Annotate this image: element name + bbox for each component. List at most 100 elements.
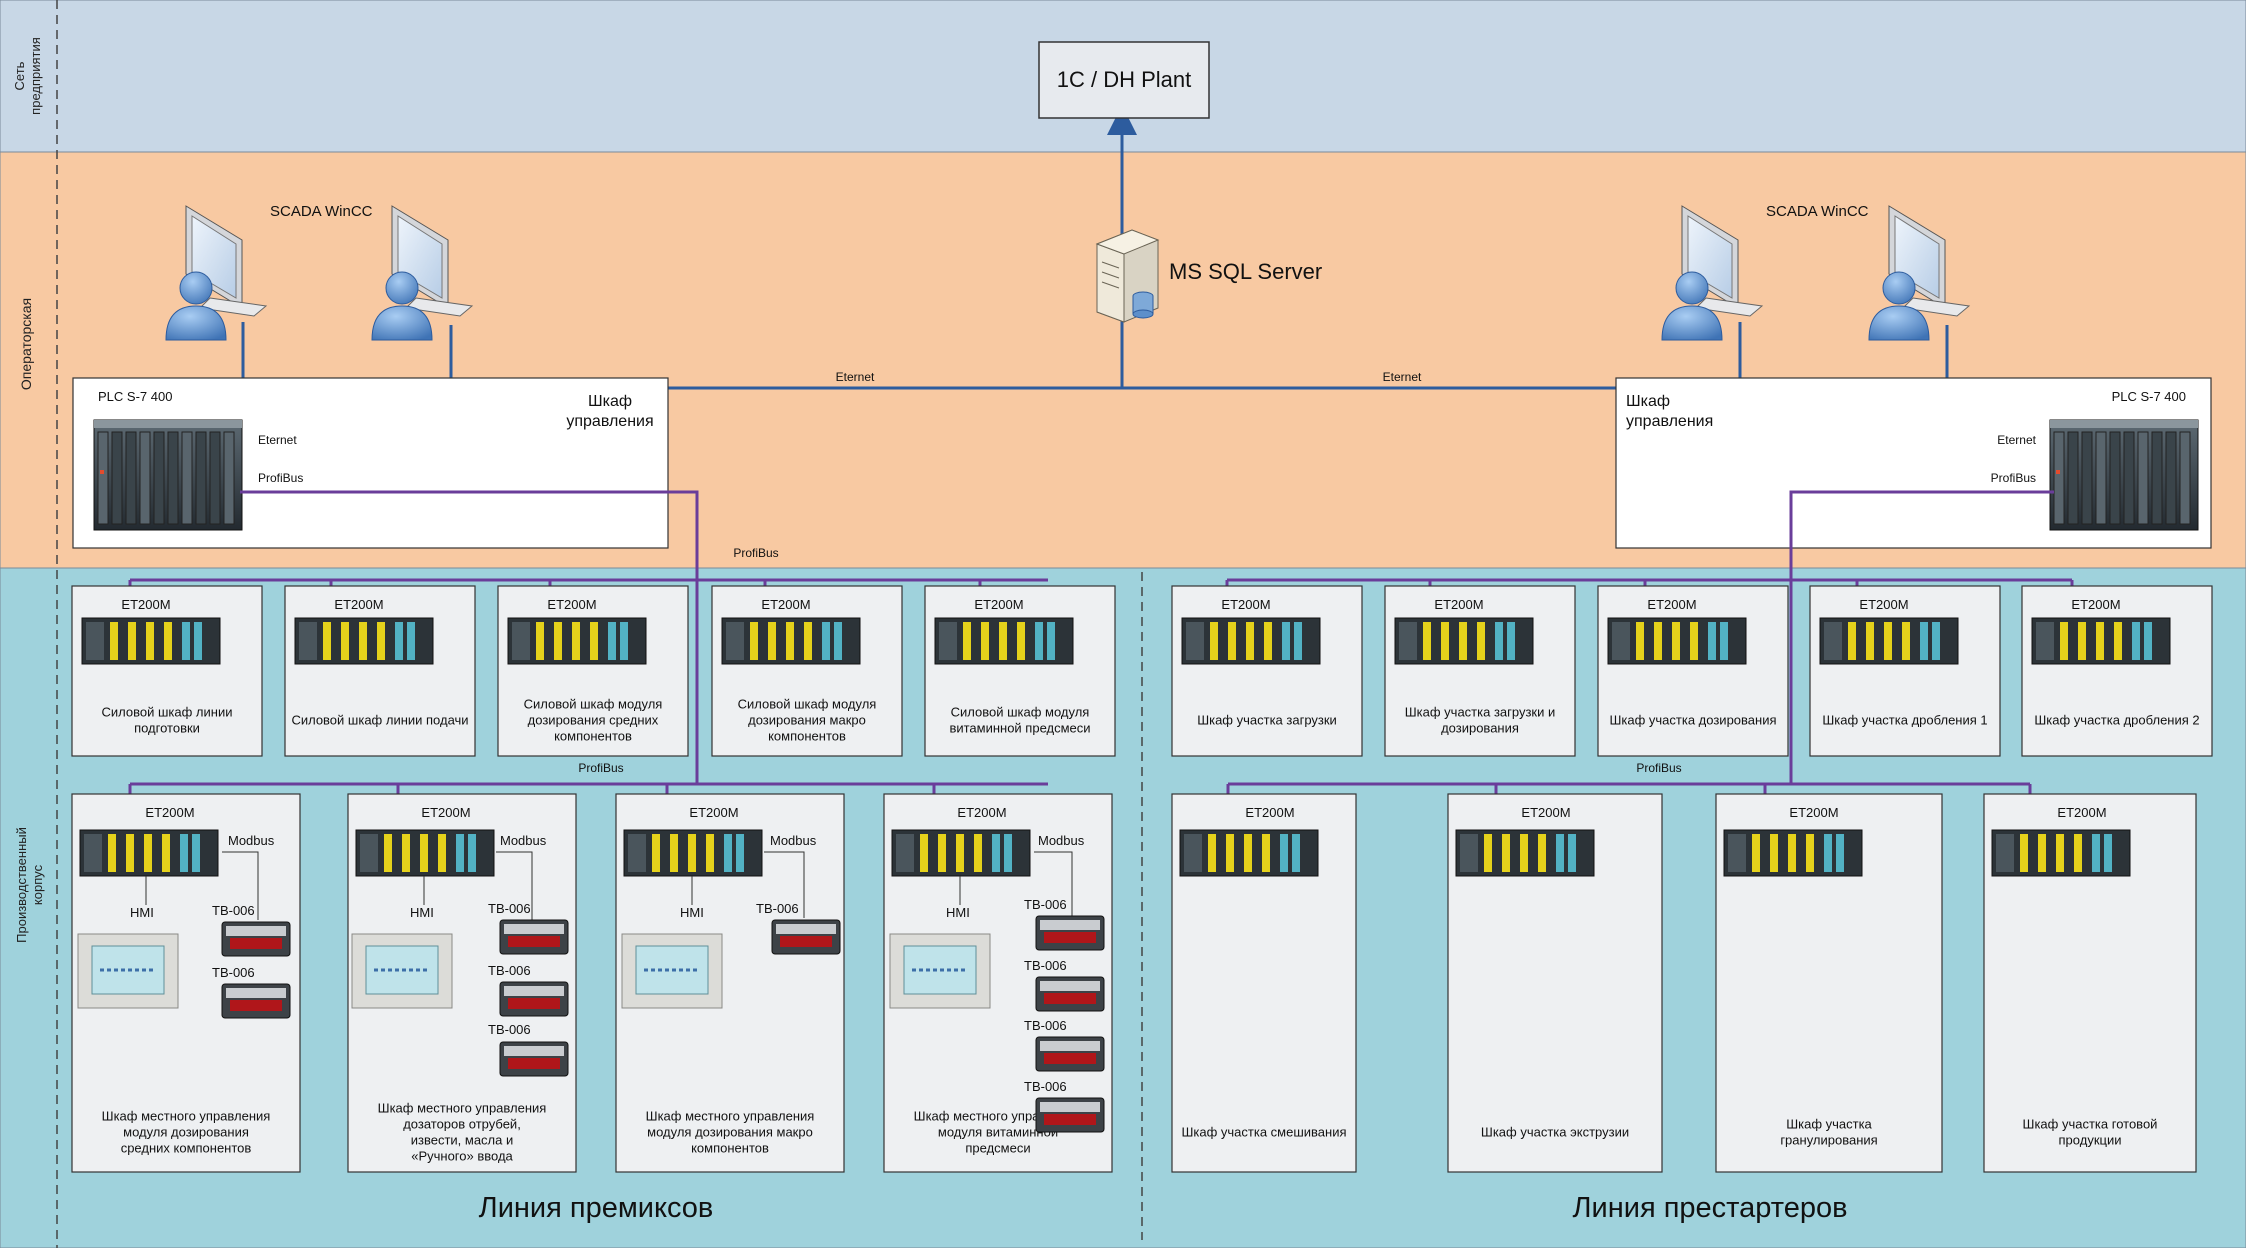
module-slot [1292, 834, 1300, 872]
module-slot [1680, 622, 1690, 660]
module-slot [1467, 622, 1477, 660]
module-slot [1708, 622, 1716, 660]
user-body [1661, 305, 1723, 341]
module-slot [2104, 622, 2114, 660]
module-slot [2132, 622, 2140, 660]
module-slot [110, 622, 118, 660]
module-slot [1836, 834, 1844, 872]
module-slot [830, 622, 834, 660]
keyboard [1694, 297, 1764, 317]
module-slot [1672, 622, 1680, 660]
module-slot [2068, 622, 2078, 660]
module-slot [1000, 834, 1004, 872]
module-slot [1484, 834, 1492, 872]
tb-display [1044, 1114, 1096, 1125]
cabinet-caption: Шкаф участка дробления 1 [1822, 713, 1987, 728]
cabinet-right-profibus-label: ProfiBus [1991, 471, 2036, 485]
user-head [1675, 271, 1709, 305]
scada-label-left: SCADA WinCC [270, 203, 373, 220]
tb-display [1044, 993, 1096, 1004]
module-slot [794, 622, 804, 660]
module-slot [1932, 622, 1940, 660]
et200m-label: ET200M [1647, 597, 1696, 612]
cabinet-left-profibus-label: ProfiBus [258, 471, 303, 485]
cabinet-caption: Шкаф участка смешивания [1181, 1125, 1346, 1140]
user-head [179, 271, 213, 305]
module-slot [688, 834, 696, 872]
cabinet-left-plc-label: PLC S-7 400 [98, 389, 172, 404]
module-slot [154, 622, 164, 660]
module-slot [554, 622, 562, 660]
module-slot [660, 834, 670, 872]
et200m-label: ET200M [689, 805, 738, 820]
module-slot [1770, 834, 1778, 872]
module-slot [2104, 834, 2112, 872]
module-slot [1538, 834, 1546, 872]
module-cpu [86, 622, 104, 660]
cabinet-caption: Шкаф участка дробления 2 [2034, 713, 2199, 728]
cabinet-caption: Шкаф участка экструзии [1481, 1125, 1629, 1140]
module-slot [1272, 622, 1282, 660]
tb-top-strip [226, 926, 286, 936]
tb006-device-icon [1035, 1036, 1105, 1072]
module-slot [1760, 834, 1770, 872]
scada-label-right: SCADA WinCC [1766, 203, 1869, 220]
cabinet-frame [1384, 585, 1576, 757]
et200m-module-icon [81, 617, 221, 665]
module-slot [572, 622, 580, 660]
module-slot [580, 622, 590, 660]
module-cpu [1399, 622, 1417, 660]
profibus-label-row2-right: ProfiBus [1636, 761, 1681, 775]
tb006-label: ТВ-006 [488, 963, 531, 978]
tb006-label: ТВ-006 [488, 901, 531, 916]
module-slot [108, 834, 116, 872]
module-slot [1884, 622, 1892, 660]
module-slot [822, 622, 830, 660]
cabinet-frame [497, 585, 689, 757]
module-slot [438, 834, 446, 872]
module-slot [1698, 622, 1708, 660]
et200m-module-icon [2031, 617, 2171, 665]
tb006-device-icon [1035, 1097, 1105, 1133]
module-slot [162, 834, 170, 872]
et200m-label: ET200M [1434, 597, 1483, 612]
module-slot [180, 834, 188, 872]
cabinet-caption: Шкаф участка дозирования [1609, 713, 1776, 728]
module-slot [1796, 834, 1806, 872]
module-slot [1246, 622, 1254, 660]
plc-card [2109, 431, 2121, 525]
module-slot [385, 622, 395, 660]
module-slot [1252, 834, 1262, 872]
module-slot [1290, 622, 1294, 660]
et200m-label: ET200M [1789, 805, 1838, 820]
module-slot [714, 834, 724, 872]
plc-card [209, 431, 221, 525]
user-head [1882, 271, 1916, 305]
plc-card [2137, 431, 2149, 525]
et200m-module-icon [294, 617, 434, 665]
user-body [1868, 305, 1930, 341]
tb-display [1044, 1053, 1096, 1064]
module-slot [2122, 622, 2132, 660]
module-cpu [84, 834, 102, 872]
module-slot [1294, 622, 1302, 660]
module-slot [1662, 622, 1672, 660]
plc-card [2095, 431, 2107, 525]
et200m-label: ET200M [421, 805, 470, 820]
hmi-panel-icon [889, 933, 991, 1009]
module-slot [1495, 622, 1503, 660]
plc-card [125, 431, 137, 525]
power-cabinet-box: ET200M Шкаф участка дробления 2 [2021, 585, 2213, 757]
module-slot [1208, 834, 1216, 872]
et200m-label: ET200M [2071, 597, 2120, 612]
modbus-label: Modbus [1038, 833, 1085, 848]
module-slot [992, 834, 1000, 872]
